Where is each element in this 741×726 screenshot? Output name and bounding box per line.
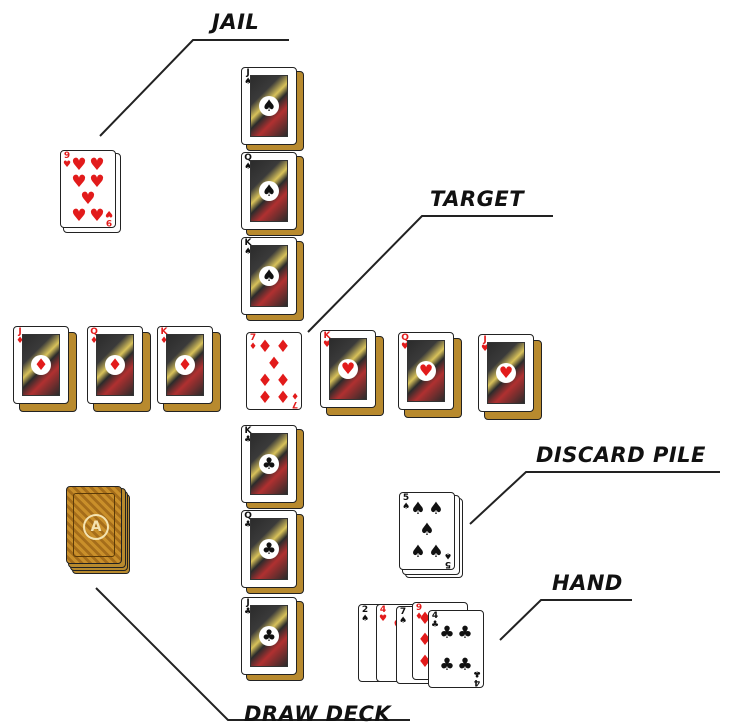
face-card[interactable]: J♥ ♥ bbox=[478, 334, 534, 412]
face-card[interactable]: J♦ ♦ bbox=[13, 326, 69, 404]
card-back[interactable]: A bbox=[66, 486, 122, 564]
face-card[interactable]: K♦ ♦ bbox=[157, 326, 213, 404]
heart-queen-pile[interactable]: Q♥ ♥ bbox=[398, 332, 456, 412]
draw-deck-pile[interactable]: A bbox=[66, 486, 124, 566]
diamond-queen-pile[interactable]: Q♦ ♦ bbox=[87, 326, 145, 406]
spade-queen-pile[interactable]: Q♠ ♠ bbox=[241, 152, 299, 232]
heart-jack-pile[interactable]: J♥ ♥ bbox=[478, 334, 536, 414]
target-pile[interactable]: 7♦ ♦♦ ♦ ♦♦ ♦♦ 7♦ bbox=[246, 332, 304, 412]
discard-pile-leader-line bbox=[470, 472, 720, 524]
face-card[interactable]: Q♥ ♥ bbox=[398, 332, 454, 410]
target-card[interactable]: 7♦ ♦♦ ♦ ♦♦ ♦♦ 7♦ bbox=[246, 332, 302, 410]
draw-deck-label: DRAW DECK bbox=[244, 702, 391, 726]
discard-card[interactable]: 5♠ ♠♠ ♠ ♠♠ 5♠ bbox=[399, 492, 455, 570]
face-card[interactable]: K♠ ♠ bbox=[241, 237, 297, 315]
discard-pile[interactable]: 5♠ ♠♠ ♠ ♠♠ 5♠ bbox=[399, 492, 457, 572]
target-label: TARGET bbox=[430, 187, 524, 211]
jail-card[interactable]: 9♥ ♥♥ ♥♥ ♥ ♥♥ 9♥ bbox=[60, 150, 116, 228]
spade-king-pile[interactable]: K♠ ♠ bbox=[241, 237, 299, 317]
hand-card-5[interactable]: 4♣ ♣♣ ♣♣ 4♣ bbox=[428, 610, 486, 690]
face-card[interactable]: Q♦ ♦ bbox=[87, 326, 143, 404]
club-king-pile[interactable]: K♣ ♣ bbox=[241, 425, 299, 505]
jail-pile[interactable]: 9♥ ♥♥ ♥♥ ♥ ♥♥ 9♥ bbox=[60, 150, 118, 230]
face-card[interactable]: Q♠ ♠ bbox=[241, 152, 297, 230]
heart-king-pile[interactable]: K♥ ♥ bbox=[320, 330, 378, 410]
face-card[interactable]: J♣ ♣ bbox=[241, 597, 297, 675]
face-card[interactable]: K♣ ♣ bbox=[241, 425, 297, 503]
deck-emblem-icon: A bbox=[83, 514, 109, 540]
face-card[interactable]: K♥ ♥ bbox=[320, 330, 376, 408]
diamond-king-pile[interactable]: K♦ ♦ bbox=[157, 326, 215, 406]
face-card[interactable]: Q♣ ♣ bbox=[241, 510, 297, 588]
spade-jack-pile[interactable]: J♠ ♠ bbox=[241, 67, 299, 147]
discard-pile-label: DISCARD PILE bbox=[536, 443, 706, 467]
club-queen-pile[interactable]: Q♣ ♣ bbox=[241, 510, 299, 590]
hand-card[interactable]: 4♣ ♣♣ ♣♣ 4♣ bbox=[428, 610, 484, 688]
hand-leader-line bbox=[500, 600, 632, 640]
target-leader-line bbox=[308, 216, 553, 332]
face-card[interactable]: J♠ ♠ bbox=[241, 67, 297, 145]
club-jack-pile[interactable]: J♣ ♣ bbox=[241, 597, 299, 677]
diamond-jack-pile[interactable]: J♦ ♦ bbox=[13, 326, 71, 406]
hand-label: HAND bbox=[552, 571, 623, 595]
jail-label: JAIL bbox=[212, 10, 259, 34]
